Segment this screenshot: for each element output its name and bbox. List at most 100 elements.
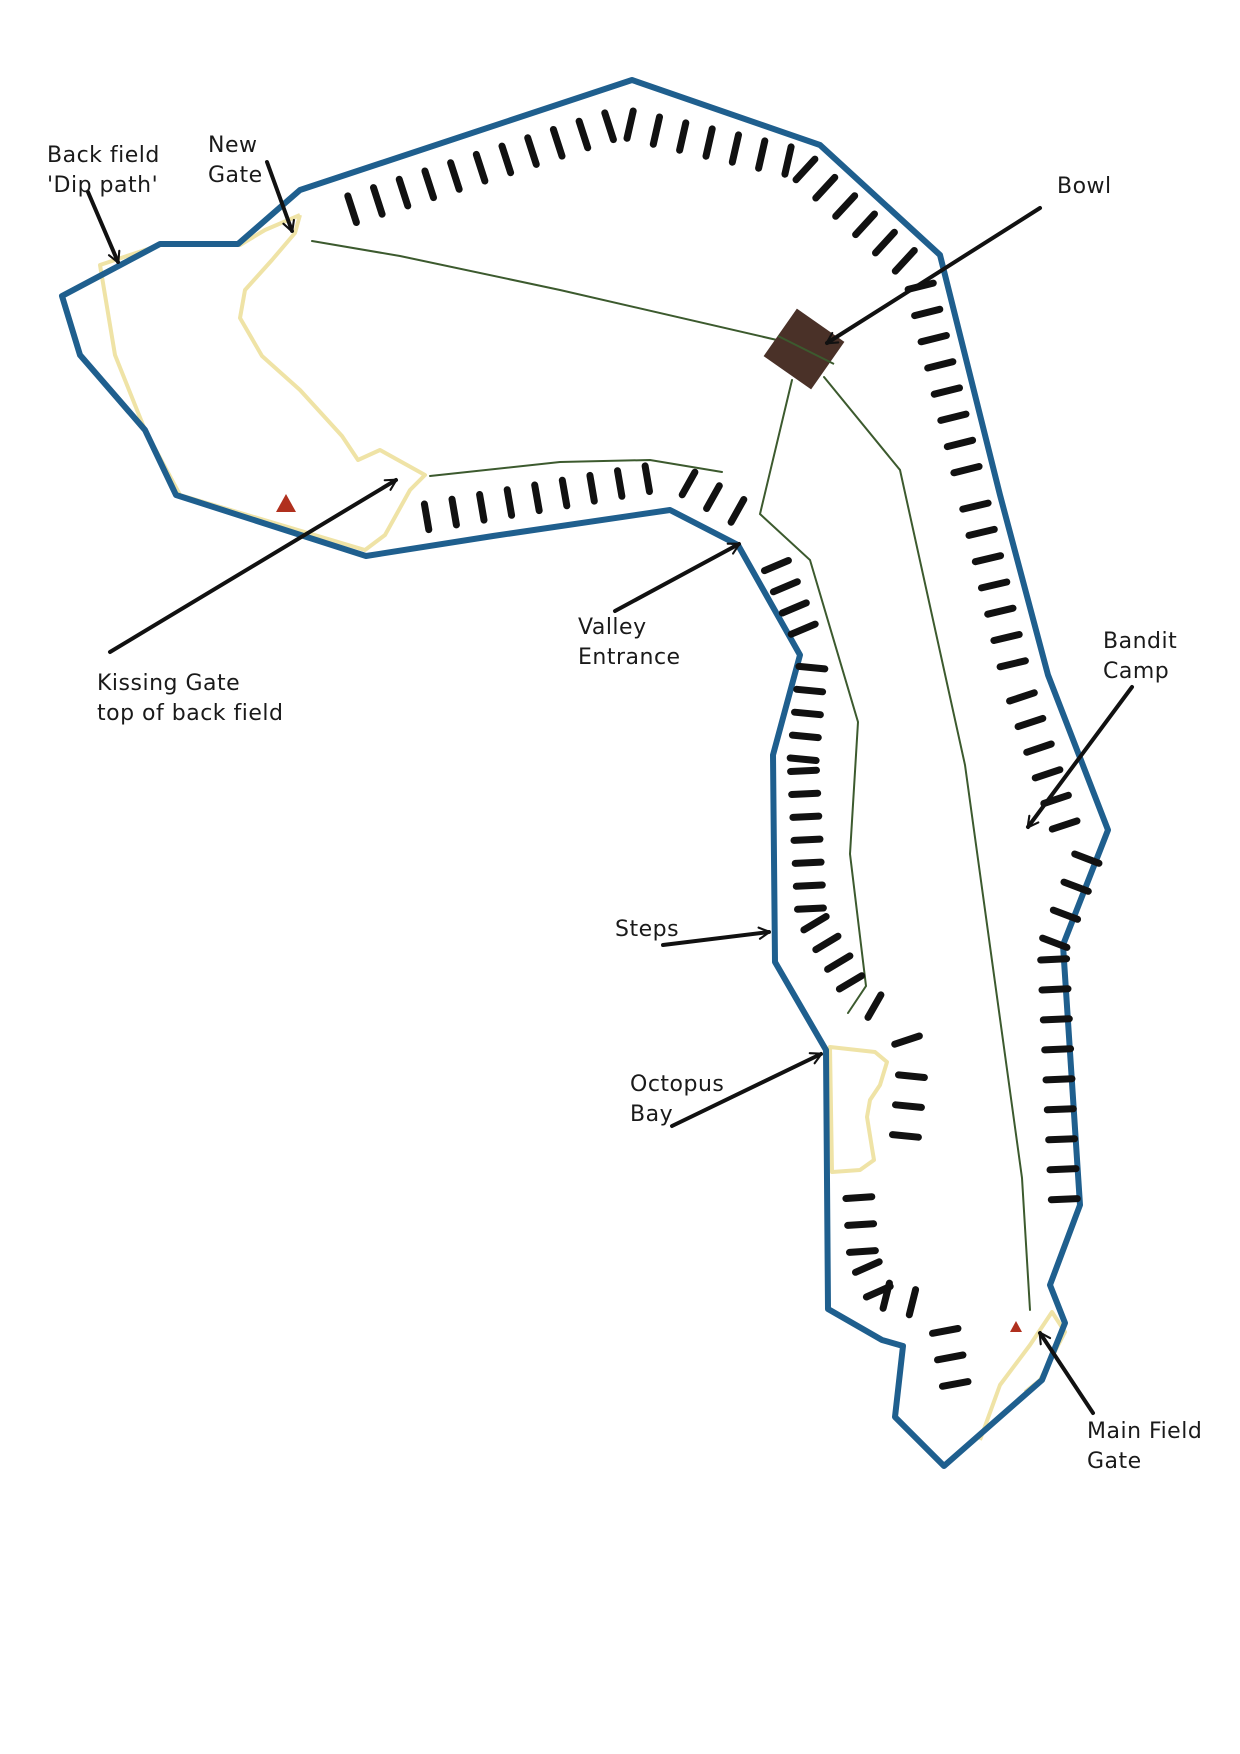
label-steps: Steps <box>615 917 679 942</box>
label-new-gate-line1: New <box>208 133 258 158</box>
label-valley-entrance-line2: Entrance <box>578 645 681 670</box>
label-bowl: Bowl <box>1057 174 1112 199</box>
slope-hatch-mark <box>790 835 824 844</box>
slope-hatch-mark <box>794 904 827 913</box>
slope-hatch-mark <box>891 1032 923 1048</box>
slope-hatch-mark <box>769 578 801 596</box>
slope-hatch-mark <box>846 1247 879 1256</box>
slope-hatch-mark <box>990 631 1023 644</box>
slope-hatch-mark <box>575 117 592 152</box>
slope-hatch-mark <box>370 184 386 218</box>
slope-hatch-mark <box>938 1378 972 1390</box>
slope-hatch-mark <box>1037 955 1071 964</box>
slope-hatch-mark <box>996 657 1029 671</box>
slope-hatch-mark <box>965 525 998 539</box>
slope-hatch-mark <box>761 557 792 575</box>
arrow-valley-entrance <box>613 542 741 613</box>
slope-hatch-mark <box>755 137 769 172</box>
slope-hatch-mark <box>531 481 543 515</box>
slope-hatch-mark <box>558 476 571 510</box>
slope-hatch-mark <box>420 500 433 534</box>
slope-hatch-mark <box>895 1071 928 1081</box>
slope-hatch-mark <box>943 436 977 451</box>
slope-hatch-mark <box>1014 714 1047 731</box>
slope-hatch-mark <box>641 462 653 495</box>
slope-hatch-mark <box>1048 817 1081 833</box>
slope-hatch-mark <box>787 620 819 638</box>
path-bowl-to-valley <box>758 379 868 1014</box>
slope-hatch-mark <box>549 126 566 160</box>
slope-hatch-mark <box>614 467 626 500</box>
label-bandit-camp-line2: Camp <box>1103 659 1169 684</box>
slope-hatch-mark <box>1038 985 1072 994</box>
slope-hatch-mark <box>786 754 820 764</box>
slope-hatch-mark <box>472 150 489 185</box>
slope-hatch-mark <box>842 1193 876 1202</box>
arrow-bandit-camp <box>1026 685 1134 829</box>
bowl-path-crossing <box>777 335 835 365</box>
site-boundary <box>59 77 1111 1469</box>
slope-hatch-mark <box>727 496 748 526</box>
slope-hatch-mark <box>1046 1165 1080 1174</box>
slope-hatch-mark <box>586 471 598 505</box>
slope-hatch-mark <box>1047 1195 1081 1204</box>
label-kissing-gate-line2: top of back field <box>97 701 284 726</box>
slope-hatch-mark <box>978 578 1011 592</box>
slope-hatch-mark <box>1045 1135 1079 1144</box>
path-new-gate-to-bowl <box>311 240 791 344</box>
slope-hatch-mark <box>1039 934 1071 951</box>
slope-hatch-mark <box>852 210 878 239</box>
label-valley-entrance-line1: Valley <box>578 615 647 640</box>
path-bowl-to-main-field <box>823 376 1031 1311</box>
slope-hatch-mark <box>950 463 983 477</box>
slope-hatch-mark <box>937 410 970 424</box>
paths <box>311 240 1031 1311</box>
slope-hatch-mark <box>1043 1105 1077 1114</box>
slope-hatch-mark <box>872 228 898 257</box>
slope-hatch-mark <box>984 604 1017 618</box>
slope-hatch-mark <box>678 468 699 499</box>
slope-hatch-mark <box>879 1279 893 1312</box>
slope-hatch-mark <box>852 1258 883 1276</box>
slope-hatch-mark <box>905 1286 920 1319</box>
slope-hatch-mark <box>703 482 723 512</box>
slope-hatch-mark <box>791 858 825 867</box>
arrow-kissing-gate <box>108 478 398 654</box>
back-field-outline <box>98 213 427 552</box>
label-octopus-bay-line2: Bay <box>630 1102 673 1127</box>
slope-hatch-mark <box>959 499 992 513</box>
slope-hatch-mark <box>1023 740 1055 756</box>
slope-hatch-mark <box>503 486 516 519</box>
slope-hatch-mark <box>844 1220 878 1229</box>
slope-hatch-mark <box>447 159 463 193</box>
slope-hatch-mark <box>1006 689 1038 705</box>
arrow-octopus-bay <box>670 1052 823 1128</box>
slope-hatch-mark <box>1060 878 1092 895</box>
slope-hatch-mark <box>824 952 854 973</box>
slope-hatch-mark <box>864 991 885 1021</box>
slope-hatch-mark <box>781 143 795 178</box>
pointer-arrows <box>86 160 1134 1415</box>
slope-hatch-mark <box>924 358 957 372</box>
slope-hatch-mark <box>702 125 716 160</box>
slope-hatch-mark <box>795 662 829 673</box>
label-new-gate-line2: Gate <box>208 163 263 188</box>
label-main-field-gate-line2: Gate <box>1087 1449 1142 1474</box>
slope-hatch-mark <box>800 913 830 934</box>
small-red-triangle-marker-icon <box>1010 1321 1022 1332</box>
label-octopus-bay-line1: Octopus <box>630 1072 724 1097</box>
slope-hatch-mark <box>1039 1015 1073 1024</box>
slope-hatch-mark <box>778 599 810 617</box>
octopus-bay-outline <box>828 1045 889 1174</box>
slope-hatching <box>344 107 1103 1390</box>
slope-hatch-mark <box>421 167 437 202</box>
slope-hatch-mark <box>789 812 823 821</box>
slope-hatch-mark <box>344 192 360 226</box>
path-kissing-gate-to-valley <box>429 458 723 477</box>
label-back-field-line1: Back field <box>47 143 160 168</box>
slope-hatch-mark <box>498 142 515 177</box>
red-triangle-marker-icon <box>276 494 296 512</box>
slope-hatch-mark <box>792 155 819 184</box>
